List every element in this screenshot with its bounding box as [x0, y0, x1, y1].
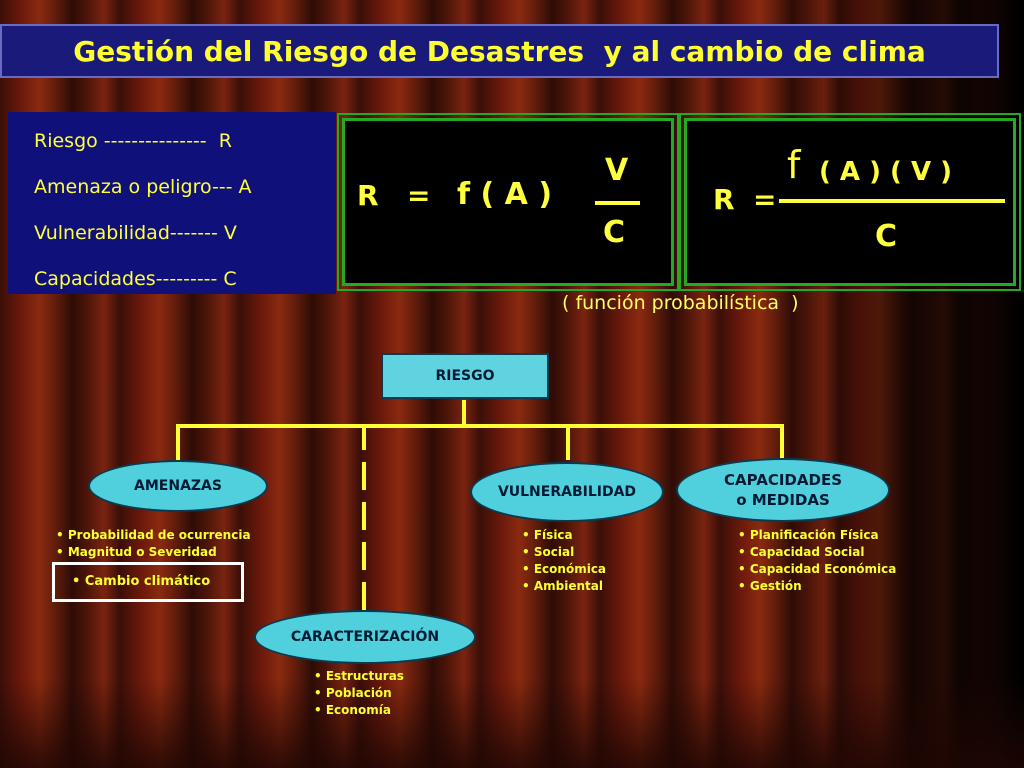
amenazas-label: AMENAZAS	[134, 478, 222, 494]
formula1-func: f ( A )	[457, 177, 553, 212]
formula-box-1: R = f ( A ) V C	[337, 113, 679, 291]
legend-vulnerabilidad: Vulnerabilidad------- V	[34, 222, 237, 244]
list-item: Económica	[522, 561, 606, 578]
list-item: Social	[522, 544, 606, 561]
vulnerabilidad-connector	[566, 424, 570, 460]
formula1-num: V	[605, 153, 629, 188]
riesgo-node: RIESGO	[381, 353, 549, 399]
list-item: Estructuras	[314, 668, 404, 685]
list-item: Probabilidad de ocurrencia	[56, 527, 251, 544]
page-title: Gestión del Riesgo de Desastres y al cam…	[73, 34, 926, 68]
formula1-lhs: R	[357, 179, 379, 212]
highlight-frame	[52, 562, 244, 602]
list-item: Cambio climático	[72, 573, 210, 590]
caracterizacion-label: CARACTERIZACIÓN	[290, 629, 440, 645]
list-item: Capacidad Social	[738, 544, 896, 561]
formula2-f: f	[787, 143, 801, 187]
legend-capacidades: Capacidades--------- C	[34, 268, 237, 290]
list-item: Economía	[314, 702, 404, 719]
dashed-connector-1	[362, 428, 366, 450]
formula2-num: ( A ) ( V )	[819, 157, 953, 187]
vulnerabilidad-label: VULNERABILIDAD	[497, 484, 637, 500]
legend-amenaza: Amenaza o peligro--- A	[34, 176, 252, 198]
formula1-eq: =	[407, 179, 431, 212]
capacidades-connector	[780, 424, 784, 460]
title-bar: Gestión del Riesgo de Desastres y al cam…	[0, 24, 999, 78]
dashed-connector-4	[362, 542, 366, 570]
vulnerabilidad-node: VULNERABILIDAD	[470, 462, 664, 522]
dashed-connector-5	[362, 582, 366, 610]
capacidades-label-2: o MEDIDAS	[736, 491, 830, 509]
probabilistic-note: ( función probabilística )	[562, 292, 799, 314]
list-item: Planificación Física	[738, 527, 896, 544]
list-item: Magnitud o Severidad	[56, 544, 251, 561]
list-item: Capacidad Económica	[738, 561, 896, 578]
amenazas-list: Probabilidad de ocurrencia Magnitud o Se…	[56, 527, 251, 561]
formula1-den: C	[603, 215, 626, 250]
caracterizacion-list: Estructuras Población Economía	[314, 668, 404, 719]
legend-riesgo: Riesgo --------------- R	[34, 130, 232, 152]
dashed-connector-3	[362, 502, 366, 530]
amenazas-connector	[176, 424, 180, 460]
formula2-den: C	[875, 219, 898, 254]
formula2-eq: =	[753, 183, 777, 216]
horizontal-connector	[176, 424, 784, 428]
capacidades-list: Planificación Física Capacidad Social Ca…	[738, 527, 896, 595]
formula1-fraction-line	[595, 201, 640, 205]
list-item: Población	[314, 685, 404, 702]
curtain-bottom	[0, 678, 1024, 768]
amenazas-node: AMENAZAS	[88, 460, 268, 512]
root-connector	[462, 400, 466, 426]
cambio-climatico-list: Cambio climático	[72, 573, 210, 590]
formula2-fraction-line	[779, 199, 1005, 203]
vulnerabilidad-list: Física Social Económica Ambiental	[522, 527, 606, 595]
list-item: Gestión	[738, 578, 896, 595]
capacidades-label-1: CAPACIDADES	[724, 471, 842, 489]
formula2-lhs: R	[713, 183, 735, 216]
caracterizacion-node: CARACTERIZACIÓN	[254, 610, 476, 664]
list-item: Física	[522, 527, 606, 544]
variable-legend: Riesgo --------------- R Amenaza o pelig…	[8, 112, 336, 294]
formula-box-2: R = f ( A ) ( V ) C	[679, 113, 1021, 291]
capacidades-node: CAPACIDADES o MEDIDAS	[676, 458, 890, 522]
list-item: Ambiental	[522, 578, 606, 595]
dashed-connector-2	[362, 462, 366, 490]
